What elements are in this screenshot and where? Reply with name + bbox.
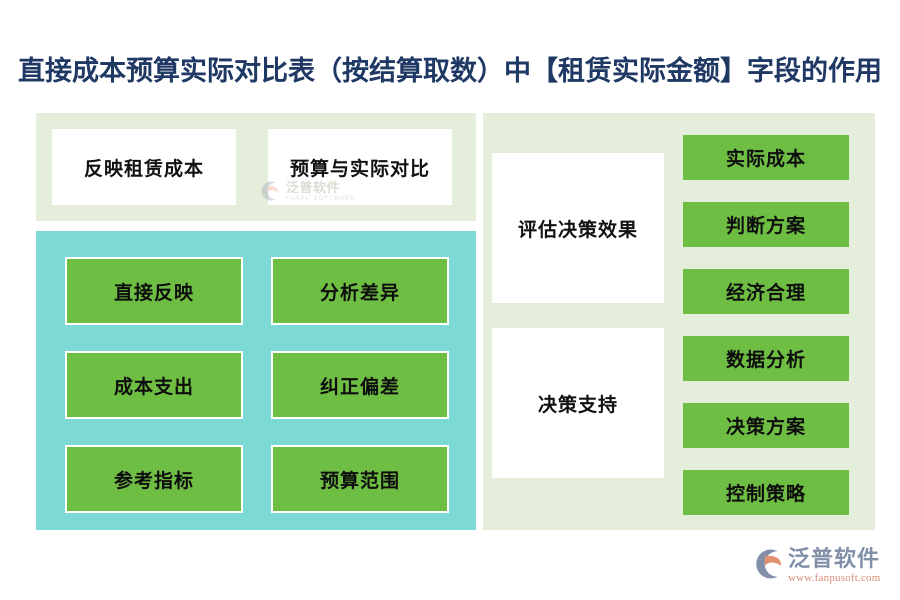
- card-reflect-rent-cost[interactable]: 反映租赁成本: [52, 129, 236, 205]
- card-economic-reasonable[interactable]: 经济合理: [683, 269, 849, 314]
- card-judge-plan[interactable]: 判断方案: [683, 202, 849, 247]
- card-analyze-difference[interactable]: 分析差异: [271, 257, 449, 325]
- card-cost-expense[interactable]: 成本支出: [65, 351, 243, 419]
- card-decision-support[interactable]: 决策支持: [492, 328, 664, 478]
- fanpu-logo-icon: [756, 549, 781, 579]
- logo-text: 泛普软件 www.fanpusoft.com: [788, 546, 881, 585]
- card-reference-indicator[interactable]: 参考指标: [65, 445, 243, 513]
- left-top-panel: 反映租赁成本 预算与实际对比: [36, 113, 476, 221]
- card-evaluate-decision-effect[interactable]: 评估决策效果: [492, 153, 664, 303]
- card-data-analysis[interactable]: 数据分析: [683, 336, 849, 381]
- card-control-strategy[interactable]: 控制策略: [683, 470, 849, 515]
- logo-company-name: 泛普软件: [788, 546, 881, 571]
- card-decision-plan[interactable]: 决策方案: [683, 403, 849, 448]
- page-title: 直接成本预算实际对比表（按结算取数）中【租赁实际金额】字段的作用: [18, 56, 882, 86]
- card-budget-scope[interactable]: 预算范围: [271, 445, 449, 513]
- fanpu-logo: 泛普软件 www.fanpusoft.com: [752, 546, 892, 592]
- left-bottom-panel: 直接反映 分析差异 成本支出 纠正偏差 参考指标 预算范围: [36, 231, 476, 530]
- right-panel: 评估决策效果 决策支持 实际成本 判断方案 经济合理 数据分析 决策方案 控制策…: [483, 113, 875, 530]
- logo-website-url: www.fanpusoft.com: [788, 572, 881, 584]
- card-direct-reflect[interactable]: 直接反映: [65, 257, 243, 325]
- card-budget-vs-actual[interactable]: 预算与实际对比: [268, 129, 452, 205]
- card-actual-cost[interactable]: 实际成本: [683, 135, 849, 180]
- card-correct-deviation[interactable]: 纠正偏差: [271, 351, 449, 419]
